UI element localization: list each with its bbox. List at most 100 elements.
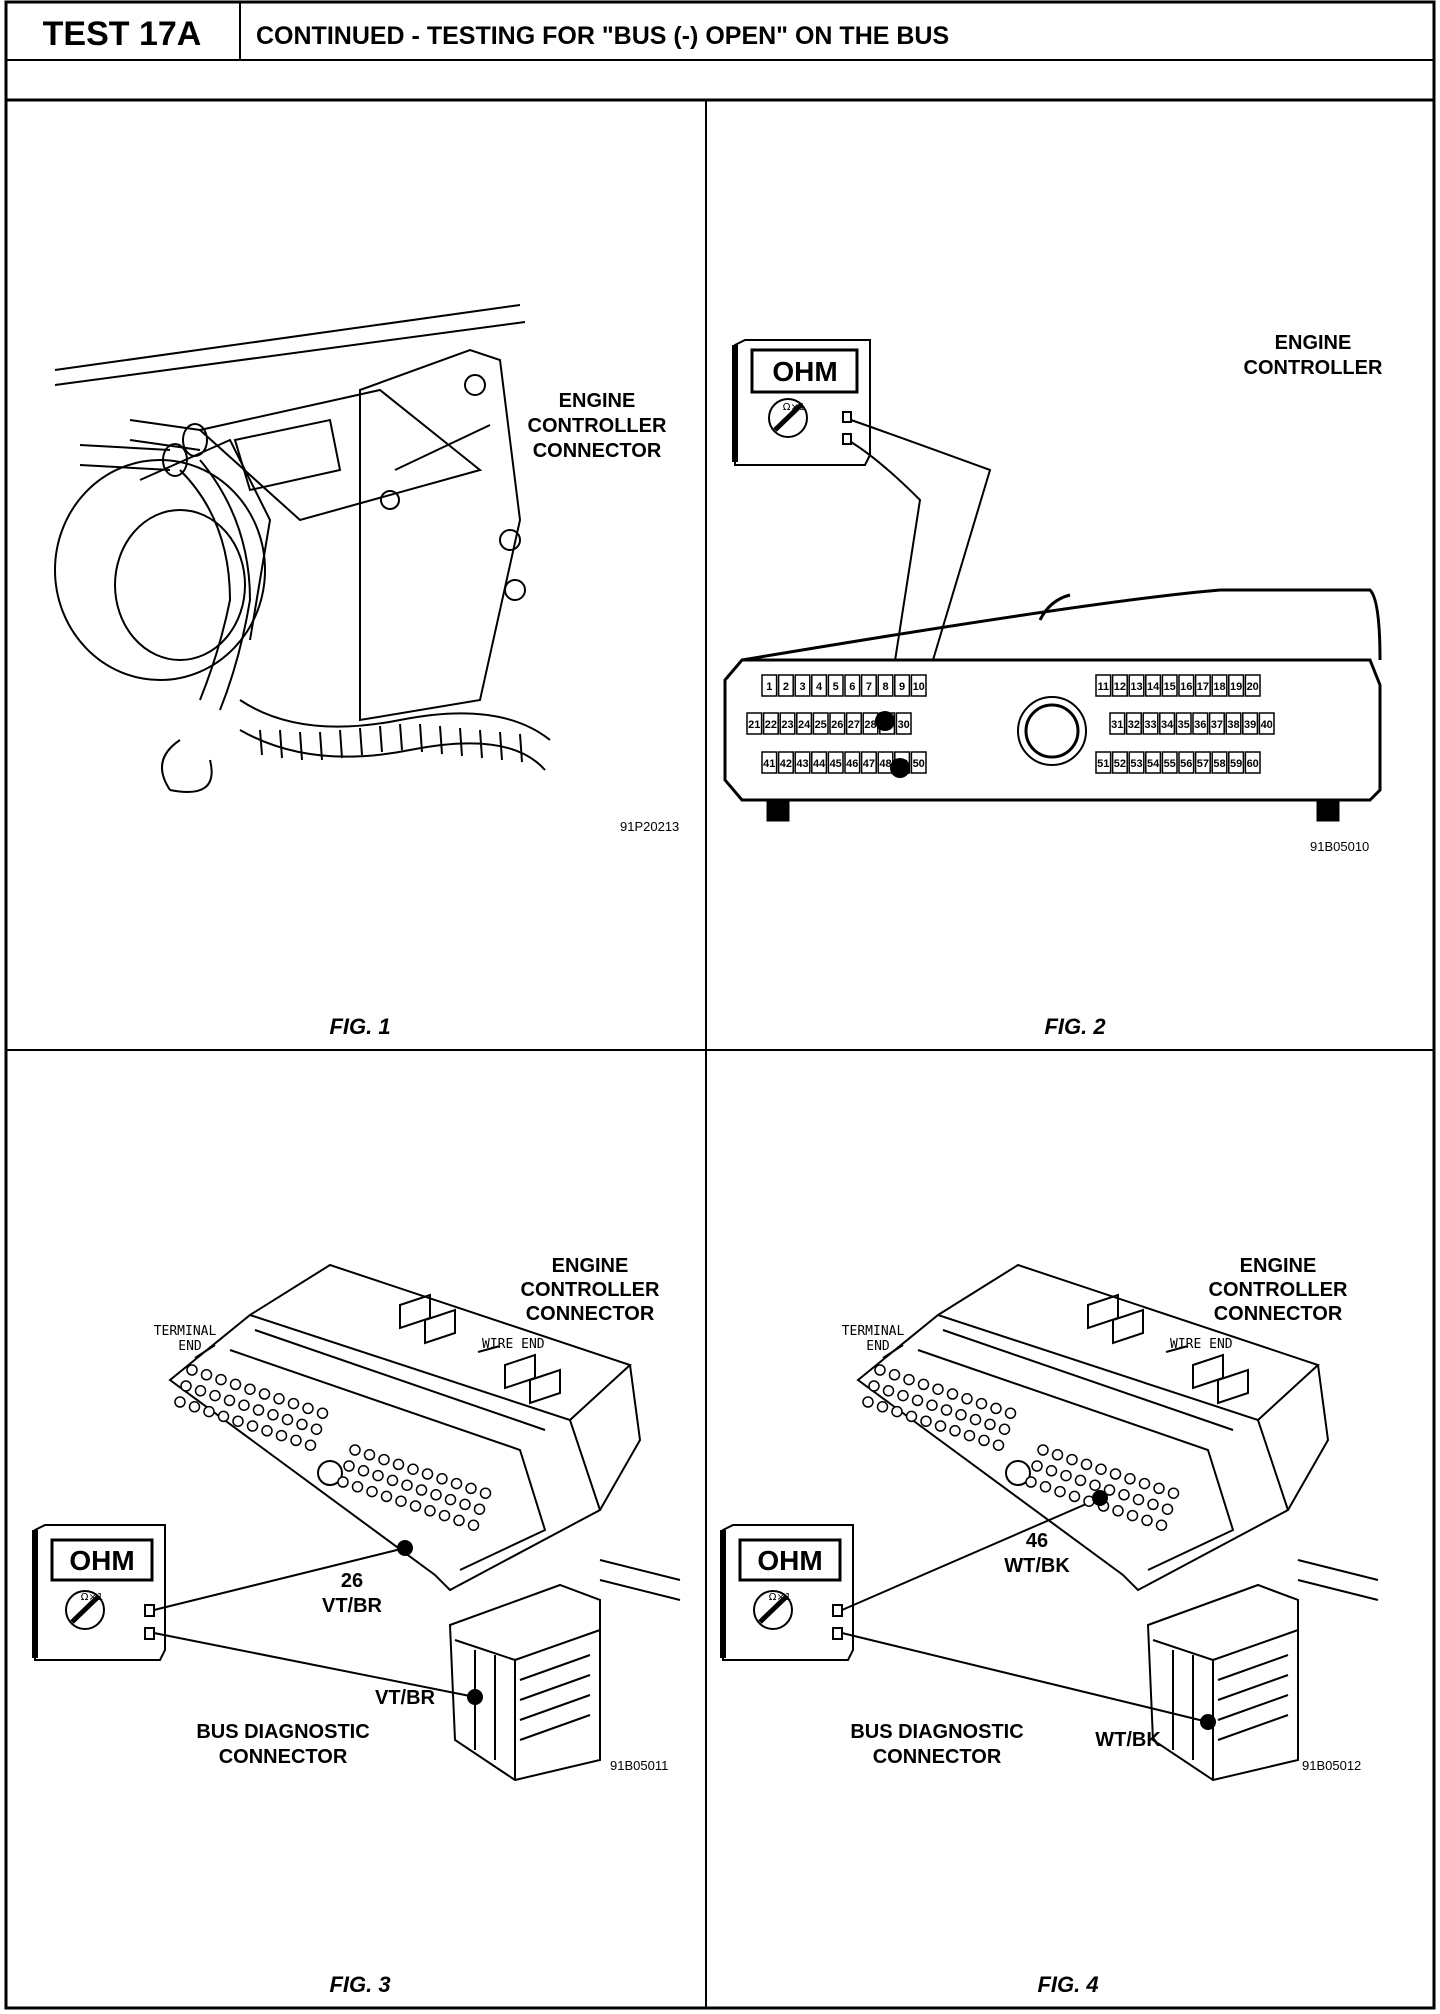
fig3-cavity-10: [316, 1407, 329, 1419]
fig4-cavity-50: [1161, 1503, 1174, 1515]
fig2-pin-label-7: 7: [866, 681, 872, 693]
fig3-cavity-47: [430, 1489, 442, 1501]
fig2-pin-box-57: [1194, 751, 1211, 774]
fig2-pin-box-9: [894, 674, 911, 697]
fig2-pin-box-53: [1128, 751, 1145, 774]
fig2-pin-label-43: 43: [796, 758, 808, 770]
fig2-pin-box-54: [1145, 751, 1162, 774]
fig2-pin-label-36: 36: [1194, 719, 1206, 731]
fig4-cavity-7: [961, 1393, 973, 1405]
fig3-cavity-20: [310, 1423, 323, 1435]
fig4-cavity-24: [905, 1410, 918, 1423]
fig2-pin-label-33: 33: [1144, 719, 1156, 731]
fig4-cavity-45: [1089, 1479, 1101, 1491]
fig2-pin-box-34: [1159, 712, 1176, 735]
fig2-pin-box-39: [1242, 712, 1259, 735]
fig3-cavity-12: [194, 1385, 207, 1397]
fig4-cavity-16: [940, 1404, 953, 1416]
fig2-pin-label-54: 54: [1147, 758, 1160, 770]
fig2-pin-label-58: 58: [1213, 758, 1225, 770]
fig4-cavity-39: [1153, 1482, 1165, 1495]
fig2-pin-label-34: 34: [1161, 719, 1174, 731]
fig3-cavity-18: [281, 1413, 294, 1426]
fig2-pin-label-56: 56: [1180, 758, 1192, 770]
fig2-pin-box-52: [1111, 751, 1128, 774]
fig4-cavity-35: [1095, 1463, 1107, 1475]
fig3-cavity-13: [209, 1389, 221, 1402]
fig2-pin-label-41: 41: [763, 758, 775, 770]
fig3-cavity-22: [188, 1401, 201, 1413]
fig2-pin-box-12: [1111, 674, 1128, 697]
fig3-wire-end: WIRE END: [482, 1337, 545, 1352]
fig2-pin-box-27: [845, 712, 862, 735]
fig2-pin-label-2: 2: [783, 681, 789, 693]
fig3-cavity-30: [304, 1439, 317, 1451]
fig3-cavity-19: [296, 1418, 308, 1431]
fig2-pin-box-51: [1095, 751, 1112, 774]
fig3-cavity-15: [238, 1399, 250, 1411]
fig2-pin-label-10: 10: [913, 681, 925, 693]
fig3-cavity-37: [436, 1473, 448, 1485]
fig2-pin-label-16: 16: [1180, 681, 1192, 693]
fig4-cavity-53: [1054, 1485, 1066, 1498]
test-id: TEST 17A: [43, 15, 202, 53]
fig2-label: FIG. 2: [1044, 1014, 1106, 1039]
fig4-cavity-25: [920, 1415, 932, 1427]
fig2-pin-box-8: [877, 674, 894, 697]
fig4-label: FIG. 4: [1037, 1972, 1098, 1997]
fig2-pin-label-47: 47: [863, 758, 875, 770]
fig3-pin-number: 26: [341, 1570, 363, 1592]
fig4-cavity-57: [1112, 1505, 1124, 1517]
fig2-callout-line1: ENGINE: [1275, 332, 1352, 354]
fig3-pin-cavities: [174, 1364, 492, 1531]
fig2-pin-box-36: [1192, 712, 1209, 735]
fig2-pin-box-3: [794, 674, 811, 697]
fig2-pin-label-8: 8: [882, 681, 888, 693]
fig1-callout-line1: ENGINE: [559, 390, 636, 412]
fig3-cavity-38: [450, 1477, 463, 1490]
fig2-pin-box-50: [910, 751, 927, 774]
fig2-probe-pin-26: [875, 711, 895, 731]
fig4-cavity-28: [963, 1429, 976, 1442]
fig1-code: 91P20213: [620, 819, 679, 834]
fig4-cavity-41: [1031, 1460, 1043, 1472]
fig4-cavity-20: [998, 1423, 1011, 1435]
fig3-bus-line1: BUS DIAGNOSTIC: [196, 1721, 369, 1743]
fig4-cavity-60: [1155, 1519, 1168, 1531]
fig2-pin-box-46: [844, 751, 861, 774]
fig2-pin-box-31: [1109, 712, 1126, 735]
fig4-cavity-54: [1068, 1490, 1081, 1503]
fig3-cavity-42: [357, 1465, 370, 1477]
fig3-cavity-52: [351, 1481, 364, 1493]
fig4-cavity-14: [911, 1394, 924, 1407]
fig4-probe-pin-46: [1092, 1490, 1108, 1506]
fig3-cavity-21: [174, 1396, 186, 1408]
fig4-cavity-19: [984, 1418, 996, 1431]
fig3-cavity-55: [395, 1495, 407, 1507]
fig3-cavity-4: [229, 1378, 242, 1391]
fig2-pin-box-2: [777, 674, 794, 697]
fig2-pin-label-5: 5: [833, 681, 839, 693]
fig3-label: FIG. 3: [329, 1972, 390, 1997]
fig2-pin-label-9: 9: [899, 681, 905, 693]
fig1-callout-line3: CONNECTOR: [533, 440, 662, 462]
fig2-controller-connector: [723, 588, 1382, 822]
fig2-pin-label-37: 37: [1211, 719, 1223, 731]
fig3-cavity-56: [409, 1500, 422, 1512]
fig3-cavity-29: [290, 1434, 302, 1447]
fig4-cavity-27: [949, 1425, 961, 1437]
fig3-meter-range: Ω×1: [81, 1592, 103, 1603]
fig2-meter-display: OHM: [772, 356, 837, 387]
fig2-pin-label-45: 45: [830, 758, 842, 770]
fig2-pin-box-47: [860, 751, 877, 774]
fig4-code: 91B05012: [1302, 1758, 1361, 1773]
fig3-cavity-23: [203, 1405, 215, 1418]
fig2-pin-box-38: [1225, 712, 1242, 735]
fig2-pin-label-26: 26: [831, 719, 843, 731]
fig2-pin-label-11: 11: [1097, 681, 1109, 693]
fig3-cavity-16: [252, 1404, 265, 1416]
fig4-cavity-3: [903, 1373, 915, 1386]
fig2-pin-label-50: 50: [913, 758, 925, 770]
fig3-cavity-5: [244, 1383, 256, 1395]
fig4-cavity-40: [1167, 1487, 1180, 1499]
